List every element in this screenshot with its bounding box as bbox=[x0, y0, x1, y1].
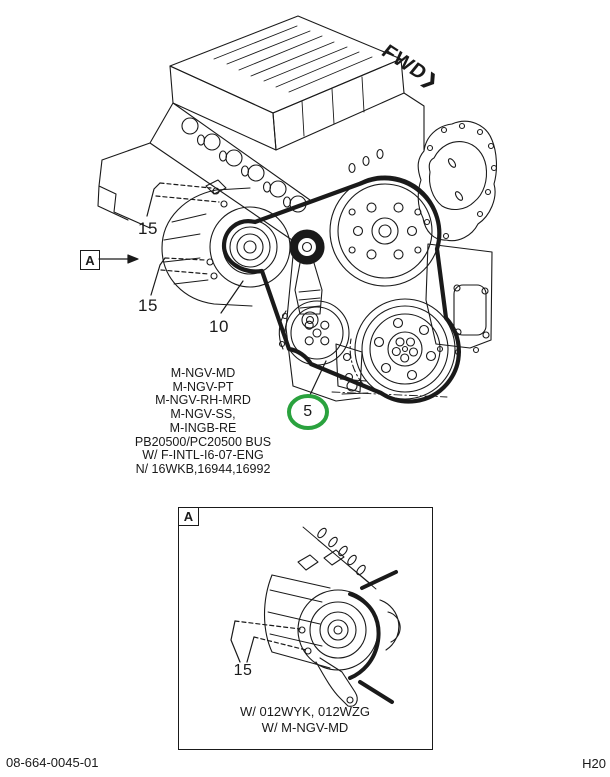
belt-tensioner bbox=[289, 229, 325, 329]
leader-lines bbox=[98, 182, 327, 396]
detail-ref-label: A bbox=[85, 252, 95, 268]
alternator-bolt bbox=[220, 200, 228, 208]
applicability-line: M-INGB-RE bbox=[169, 420, 237, 435]
inset-detail-drawing bbox=[230, 526, 401, 707]
inset-alternator-bolt bbox=[304, 647, 312, 655]
leader-15-lower bbox=[150, 257, 166, 296]
callout-15-lower: 15 bbox=[138, 296, 158, 315]
inset-ref-label: A bbox=[183, 509, 194, 524]
inset-caption: W/ 012WYK, 012WZG W/ M-NGV-MD bbox=[194, 704, 416, 735]
detail-a-arrowhead bbox=[127, 254, 139, 264]
applicability-line: W/ F-INTL-I6-07-ENG bbox=[142, 448, 264, 463]
applicability-line: M-NGV-RH-MRD bbox=[155, 393, 251, 408]
leader-5 bbox=[309, 360, 327, 396]
crank-damper bbox=[349, 298, 456, 400]
applicability-line: M-NGV-SS, bbox=[170, 407, 236, 422]
highlight-ellipse-5 bbox=[287, 394, 329, 430]
alternator-bolt bbox=[206, 258, 214, 266]
applicability-note: M-NGV-MD M-NGV-PT M-NGV-RH-MRD M-NGV-SS,… bbox=[112, 366, 294, 477]
front-cover bbox=[425, 243, 493, 356]
applicability-line: N/ 16WKB,16944,16992 bbox=[135, 461, 271, 476]
applicability-line: M-NGV-MD bbox=[170, 366, 236, 380]
engine-block bbox=[285, 92, 425, 402]
inset-alternator-bolt bbox=[298, 626, 306, 634]
inset-callout-15: 15 bbox=[233, 662, 253, 679]
cylinder-head bbox=[97, 102, 311, 241]
callout-15-upper: 15 bbox=[138, 219, 158, 238]
engine-front-view bbox=[97, 15, 498, 404]
alternator-bolt bbox=[212, 187, 220, 195]
serpentine-belt bbox=[221, 176, 461, 404]
applicability-line: M-NGV-PT bbox=[172, 379, 234, 394]
alternator-bolt bbox=[210, 272, 218, 280]
leader-15-lower-dash bbox=[160, 257, 210, 275]
inset-caption-line: W/ 012WYK, 012WZG bbox=[239, 704, 371, 719]
applicability-line: PB20500/PC20500 BUS bbox=[134, 434, 272, 449]
inset-frame bbox=[178, 507, 433, 750]
detail-ref-box: A bbox=[80, 250, 100, 270]
page-ref: H20 bbox=[582, 756, 606, 771]
callout-5: 5 bbox=[303, 403, 313, 420]
leader-15-upper-dash bbox=[155, 182, 220, 203]
inset-ref-box: A bbox=[179, 508, 199, 526]
inset-alternator bbox=[263, 549, 401, 707]
valve-cover bbox=[169, 15, 405, 151]
drawing-number: 08-664-0045-01 bbox=[6, 755, 99, 770]
gear-housing bbox=[417, 120, 498, 242]
callout-10: 10 bbox=[209, 317, 229, 336]
inset-belt bbox=[348, 570, 398, 704]
leader-15-upper bbox=[146, 182, 161, 217]
inset-caption-line: W/ M-NGV-MD bbox=[261, 719, 349, 735]
inset-leader-lines bbox=[230, 620, 307, 663]
leader-10 bbox=[220, 280, 244, 314]
